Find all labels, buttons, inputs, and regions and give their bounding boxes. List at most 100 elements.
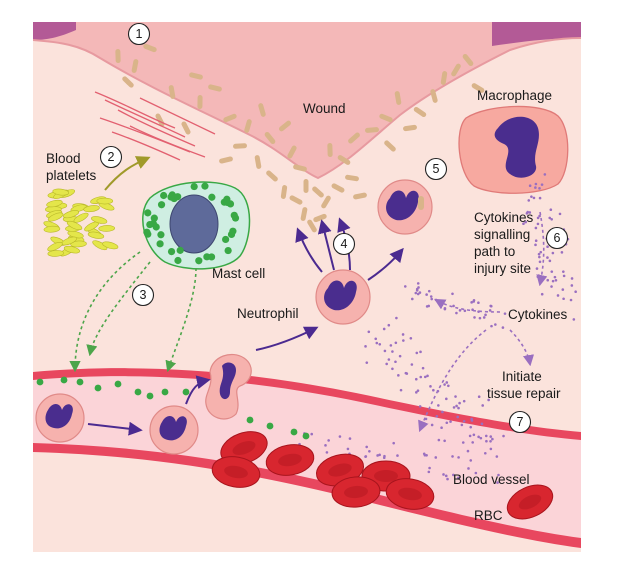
step-badge-3: 3 <box>131 283 155 307</box>
cytokine-dot <box>543 173 547 176</box>
cytokine-dot <box>434 456 438 459</box>
cytokine-dot <box>546 256 549 259</box>
cytokine-dot <box>385 362 388 366</box>
label-cytokines-signalling-1: Cytokines <box>474 210 534 225</box>
cytokine-dot <box>489 439 492 443</box>
label-blood-platelets-1: Blood <box>46 151 81 166</box>
cytokine-dot <box>469 459 473 462</box>
neutrophil-diapedesis <box>205 353 252 420</box>
cytokine-dot <box>539 250 543 254</box>
debris-particle <box>430 89 438 103</box>
debris-particle <box>440 71 448 85</box>
cytokine-dot <box>445 381 449 384</box>
step-badge-6: 6 <box>545 226 569 250</box>
platelet <box>66 220 83 231</box>
debris-particle <box>384 140 396 152</box>
cytokine-dot <box>534 182 538 186</box>
cytokine-dot <box>429 385 432 388</box>
debris-particle <box>345 174 359 182</box>
cytokine-dot <box>458 309 462 312</box>
cytokine-dot <box>490 324 493 328</box>
label-cytokines: Cytokines <box>508 307 568 322</box>
label-blood-vessel: Blood vessel <box>453 472 530 487</box>
granule <box>157 231 165 239</box>
cytokine-dot <box>477 435 480 439</box>
label-macrophage: Macrophage <box>477 88 552 103</box>
cytokine-dot <box>367 330 371 334</box>
red-blood-cells <box>211 431 554 520</box>
cytokine-dot <box>368 450 371 453</box>
cytokine-dot <box>444 474 448 478</box>
cytokine-dot <box>348 437 352 440</box>
cytokine-dot <box>456 415 459 419</box>
cytokine-dot <box>538 255 541 259</box>
debris-particle <box>394 91 402 105</box>
debris-particle <box>353 192 367 200</box>
cytokine-dot <box>418 405 422 408</box>
cytokine-dot <box>534 239 538 242</box>
cytokine-dot <box>484 313 487 317</box>
cytokine-dot <box>415 289 419 292</box>
neutrophil-in-vessel-1 <box>35 393 85 443</box>
debris-particle <box>244 119 252 133</box>
cytokine-dot <box>528 184 532 187</box>
debris-particle <box>208 84 222 92</box>
platelet <box>52 188 69 196</box>
debris-particle <box>122 76 134 88</box>
cytokine-dot <box>395 316 398 320</box>
platelet <box>83 205 100 213</box>
label-cytokines-signalling-4: injury site <box>474 261 531 276</box>
cytokine-dot <box>442 473 445 476</box>
cytokine-dot <box>430 297 434 301</box>
platelet <box>102 241 119 250</box>
cytokine-dot <box>548 216 552 220</box>
cytokine-dot <box>449 420 452 423</box>
platelet <box>70 240 87 248</box>
granule <box>36 378 44 386</box>
neutrophil-tissue <box>315 269 371 325</box>
platelet <box>46 199 63 208</box>
cytokine-dot <box>562 274 566 278</box>
cytokine-dot <box>427 304 431 308</box>
cytokine-dot <box>489 435 493 438</box>
debris-particle <box>379 113 393 123</box>
granule <box>290 428 298 436</box>
granule <box>302 432 310 440</box>
platelet <box>43 225 61 233</box>
cytokine-dot <box>443 307 447 311</box>
cytokine-dot <box>489 447 493 451</box>
debris-particle <box>131 59 139 73</box>
cytokine-dot <box>496 481 499 484</box>
cytokine-dot <box>426 374 429 378</box>
step-number-1: 1 <box>136 27 143 41</box>
cytokine-dot <box>410 363 414 366</box>
debris-particle <box>293 164 307 172</box>
cytokine-dot <box>538 214 541 218</box>
cytokine-dot <box>501 326 505 329</box>
cytokine-dot <box>421 366 425 370</box>
cytokine-dot <box>452 473 455 477</box>
cytokine-dot <box>457 456 460 459</box>
cytokine-dot <box>434 298 438 302</box>
cytokine-dot <box>570 277 574 280</box>
debris-particle <box>413 106 427 118</box>
debris-particle <box>365 127 379 133</box>
cytokine-dot <box>428 466 431 470</box>
cytokine-dot <box>477 395 481 398</box>
label-cytokines-signalling-2: signalling <box>474 227 530 242</box>
cytokine-dot <box>551 251 555 255</box>
cytokine-dot <box>470 301 473 304</box>
granule <box>144 209 152 217</box>
debris-particle <box>337 155 351 165</box>
cytokine-dot <box>401 333 405 336</box>
debris-particle <box>312 186 324 198</box>
cytokine-dot <box>550 285 553 288</box>
debris-particle <box>287 145 297 159</box>
cytokine-dot <box>324 444 327 447</box>
cytokine-dot <box>455 404 458 408</box>
cytokine-dot <box>534 186 537 189</box>
cytokine-dot <box>470 419 474 422</box>
granule <box>190 182 198 191</box>
cytokine-dot <box>558 212 562 216</box>
debris-particle <box>168 85 176 99</box>
